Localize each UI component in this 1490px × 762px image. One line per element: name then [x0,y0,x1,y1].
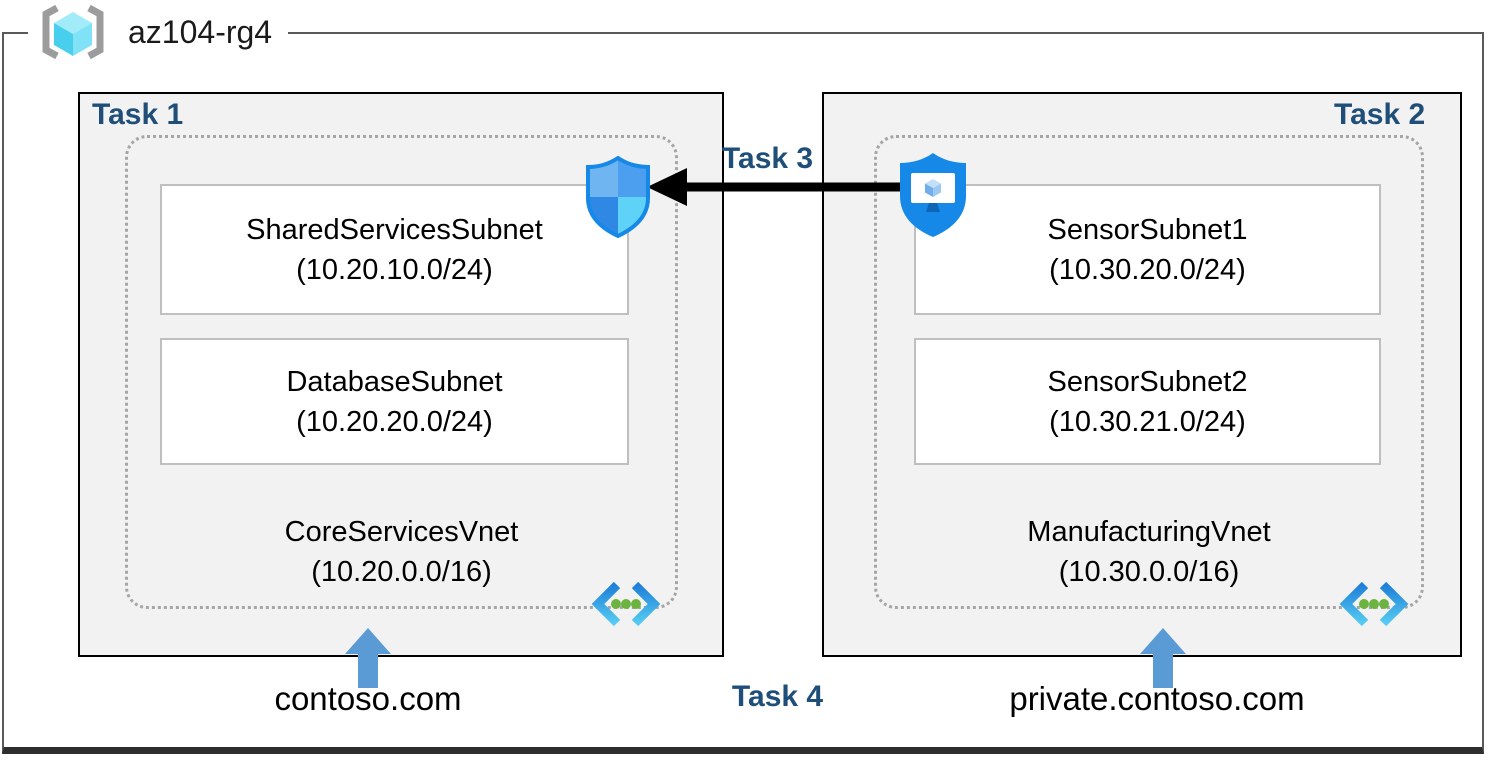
task3-label: Task 3 [721,142,814,175]
task1-label: Task 1 [92,98,184,131]
manufacturing-vnet-boundary [874,135,1424,609]
resource-group-icon [36,4,110,60]
subnet-cidr: (10.20.20.0/24) [296,405,493,438]
core-services-vnet-boundary [125,135,678,609]
subnet-cidr: (10.20.10.0/24) [296,253,493,286]
virtual-network-icon [1339,581,1409,627]
network-security-group-icon [584,155,652,239]
bastion-icon [896,151,970,239]
database-subnet-box: DatabaseSubnet (10.20.20.0/24) [160,338,629,465]
dns-up-arrow-icon [1140,628,1186,693]
subnet-name: SensorSubnet1 [1047,213,1248,246]
subnet-name: DatabaseSubnet [286,365,503,398]
dns-up-arrow-icon [345,628,391,693]
core-services-vnet-label: CoreServicesVnet (10.20.0.0/16) [125,512,678,592]
vnet-name: CoreServicesVnet [284,516,519,548]
vnet-cidr: (10.20.0.0/16) [311,556,492,588]
virtual-network-icon [591,581,661,627]
vnet-name: ManufacturingVnet [1027,516,1271,548]
task2-label: Task 2 [1334,98,1426,131]
shared-services-subnet-box: SharedServicesSubnet (10.20.10.0/24) [160,184,629,315]
vnet-cidr: (10.30.0.0/16) [1058,556,1240,588]
resource-group-name: az104-rg4 [128,13,273,50]
task4-label: Task 4 [731,680,824,713]
subnet-name: SharedServicesSubnet [246,213,543,246]
sensor-subnet2-box: SensorSubnet2 (10.30.21.0/24) [914,338,1381,465]
manufacturing-vnet-label: ManufacturingVnet (10.30.0.0/16) [874,512,1424,592]
peering-arrow-icon [645,163,901,216]
subnet-name: SensorSubnet2 [1047,365,1248,398]
resource-group-frame [2,32,1484,754]
resource-group-header: az104-rg4 [28,2,289,62]
sensor-subnet1-box: SensorSubnet1 (10.30.20.0/24) [914,184,1381,315]
subnet-cidr: (10.30.21.0/24) [1049,405,1246,438]
subnet-cidr: (10.30.20.0/24) [1049,253,1246,286]
